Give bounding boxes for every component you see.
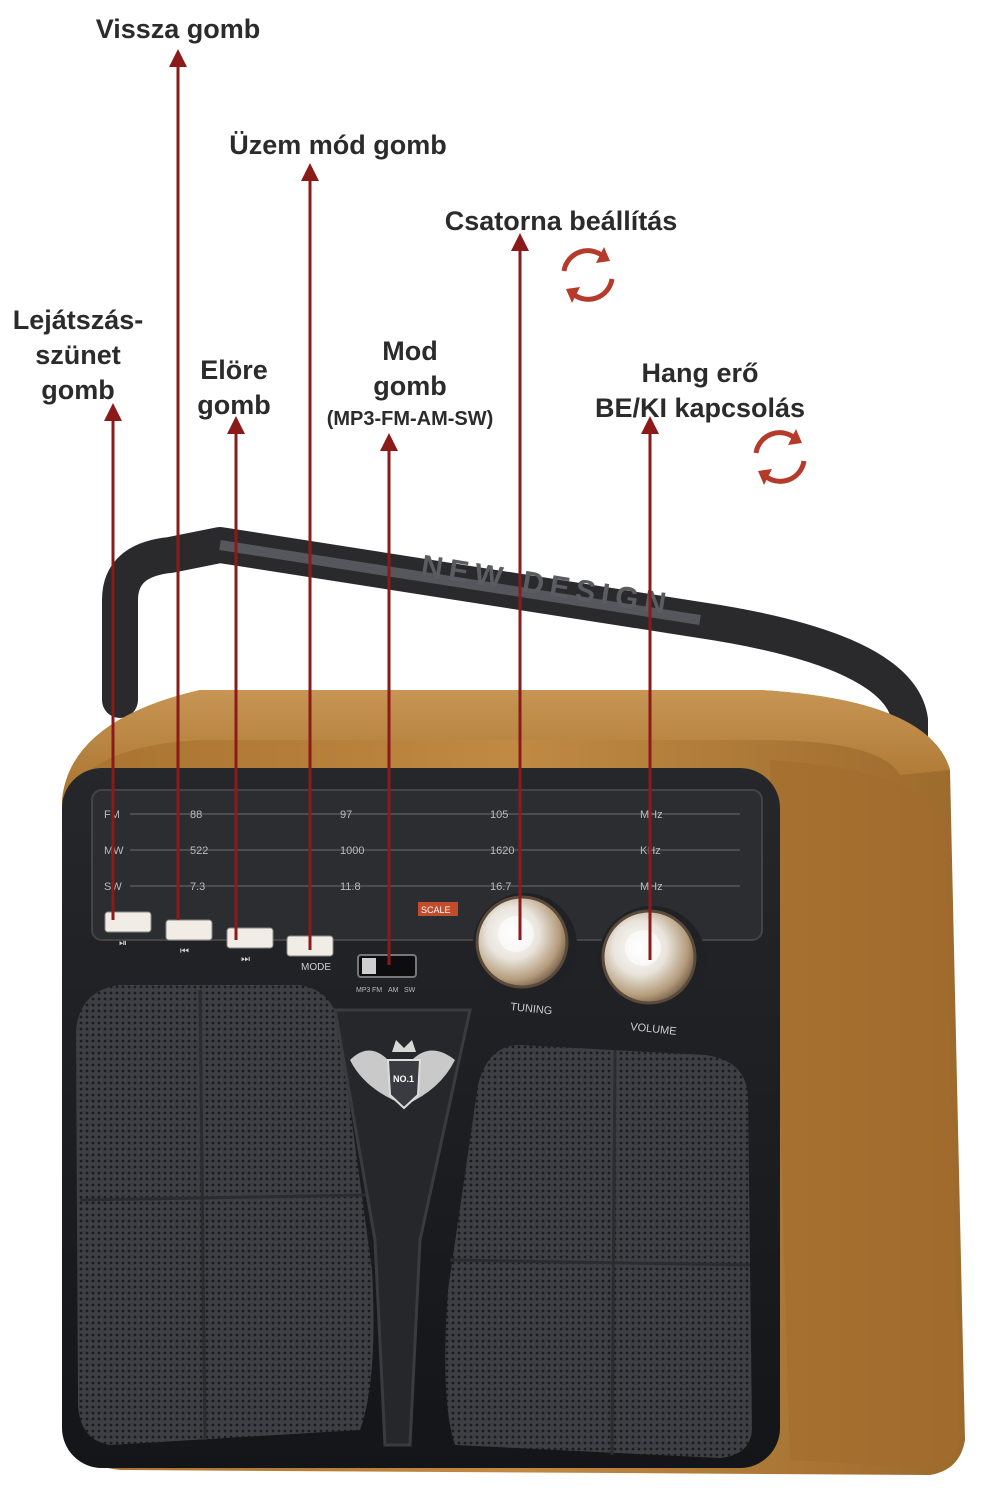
- label-uzem-mod-gomb: Üzem mód gomb: [229, 130, 447, 160]
- switch-position-label: SW: [404, 987, 416, 994]
- dial-mark: 1000: [340, 845, 364, 857]
- badge-text: NO.1: [393, 1074, 414, 1084]
- dial-mark: 7.3: [190, 881, 205, 893]
- volume-knob[interactable]: [598, 906, 706, 1014]
- dial-mark: 11.8: [340, 881, 361, 893]
- label-elore-gomb: Elöre gomb: [197, 355, 271, 420]
- dial-mark: 105: [490, 809, 508, 821]
- shield-logo-icon: [386, 1059, 422, 1110]
- rotate-icon: [753, 429, 807, 485]
- button-caption: ⏮: [180, 946, 189, 957]
- switch-position-label: FM: [372, 987, 382, 994]
- label-hang-ero: Hang erő BE/KI kapcsolás: [594, 358, 806, 423]
- dial-mark: 16.7: [490, 881, 511, 893]
- dial-mark: 522: [190, 845, 208, 857]
- tuning-dial: FM8897105MHzMW52210001620KHzSW7.311.816.…: [91, 789, 763, 941]
- dial-mark: 97: [340, 809, 352, 821]
- callout-arrows: [104, 49, 659, 965]
- wings-logo-icon: [350, 1050, 455, 1105]
- dial-mark: 1620: [490, 845, 514, 857]
- button-caption: ⏯: [119, 938, 127, 949]
- dial-mark: 88: [190, 809, 202, 821]
- scale-label: SCALE: [421, 905, 451, 915]
- label-lejatszas-szunet-gomb: Lejátszás- szünet gomb: [12, 305, 144, 405]
- switch-position-label: MP3: [356, 987, 371, 994]
- next-button[interactable]: ⏭: [226, 927, 274, 965]
- label-mod-gomb: Mod gomb (MP3-FM-AM-SW): [326, 336, 494, 430]
- tuning-knob[interactable]: [473, 893, 577, 997]
- volume-label: VOLUME: [630, 1021, 677, 1038]
- right-speaker-grille: [445, 1045, 752, 1458]
- previous-button[interactable]: ⏮: [165, 919, 213, 957]
- dial-row: MW52210001620KHz: [104, 845, 740, 857]
- switch-position-label: AM: [388, 987, 399, 994]
- rotate-icon: [561, 247, 615, 303]
- center-emblem: NO.1: [333, 1008, 472, 1447]
- button-caption: MODE: [301, 962, 331, 973]
- crown-icon: [392, 1040, 416, 1052]
- tuning-label: TUNING: [510, 1001, 553, 1017]
- scale-badge: [418, 902, 458, 916]
- left-speaker-grille: [76, 985, 374, 1445]
- label-vissza-gomb: Vissza gomb: [95, 14, 261, 44]
- label-csatorna-beallitas: Csatorna beállítás: [444, 206, 678, 236]
- play-pause-button[interactable]: ⏯: [104, 911, 152, 949]
- button-caption: ⏭: [241, 954, 250, 965]
